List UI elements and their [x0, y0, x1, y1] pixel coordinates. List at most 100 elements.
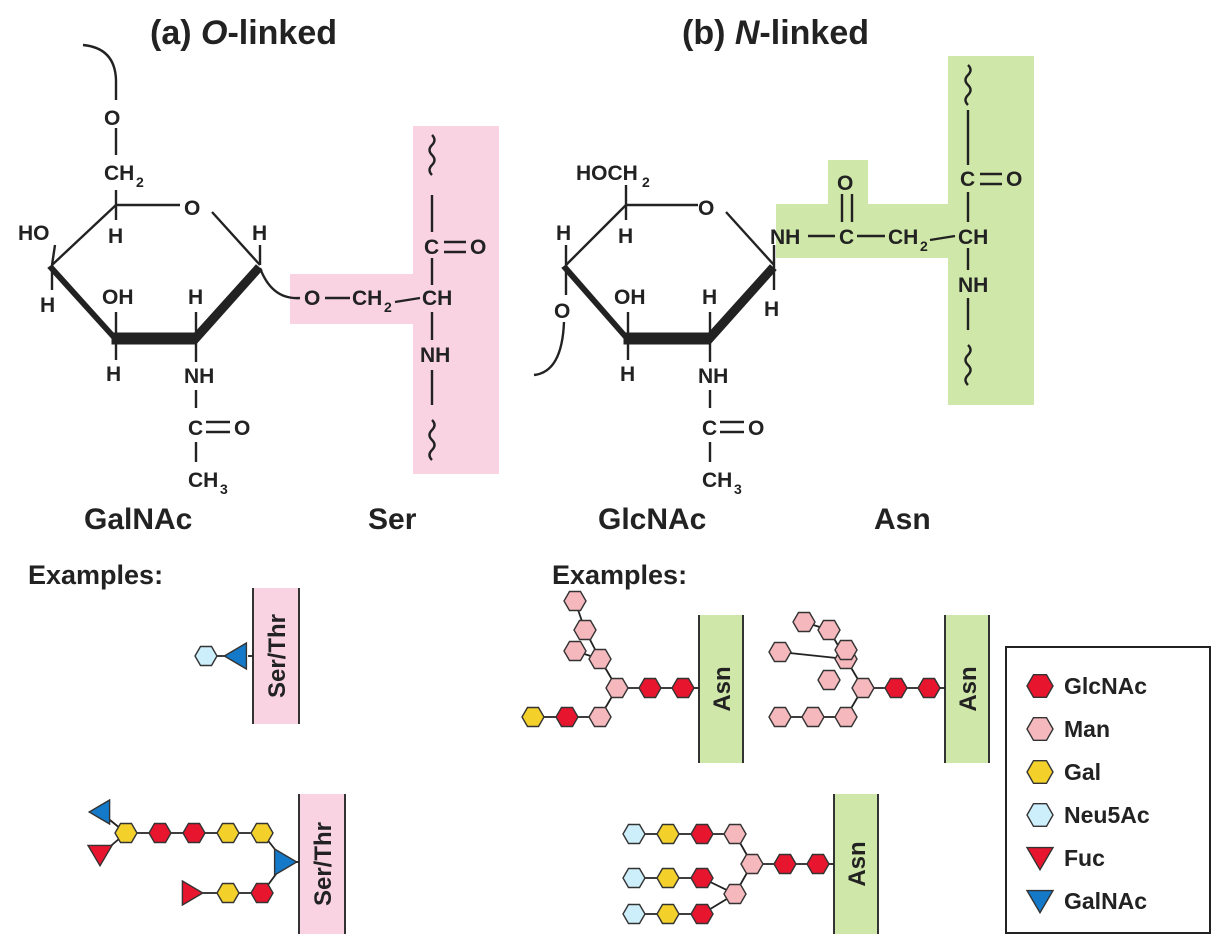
sugar-man-7: [834, 639, 858, 661]
sugar-gal-12: [656, 903, 680, 925]
svg-text:3: 3: [734, 481, 742, 497]
sugar-man-6: [768, 641, 792, 663]
sugar-glcnac-8: [690, 867, 714, 889]
asn-bar-3: Asn: [833, 794, 879, 934]
svg-text:H: H: [620, 363, 635, 386]
svg-text:O: O: [304, 287, 320, 310]
svg-text:CH: CH: [188, 469, 218, 492]
gal-symbol-icon: [1026, 760, 1054, 784]
asn-label-1: Asn: [709, 666, 736, 711]
asn-chain-wavy-top: [964, 64, 972, 106]
o-glycan-example-2: [86, 798, 299, 907]
svg-text:H: H: [188, 286, 203, 309]
asn-name: Asn: [874, 503, 931, 536]
svg-text:2: 2: [384, 299, 392, 315]
svg-text:H: H: [618, 225, 633, 248]
asn-bar-2: Asn: [944, 615, 990, 763]
ser-chain-wavy-top: [428, 134, 436, 176]
svg-text:CH: CH: [958, 226, 988, 249]
sugar-man-9: [834, 706, 858, 728]
svg-text:O: O: [184, 197, 200, 220]
svg-text:NH: NH: [958, 274, 988, 297]
legend-item-man: Man: [1026, 716, 1110, 742]
sugar-glcnac-1: [773, 853, 797, 875]
sugar-man-7: [588, 706, 612, 728]
sugar-man-4: [817, 619, 841, 641]
sugar-man-2: [740, 853, 764, 875]
svg-text:CH: CH: [352, 287, 382, 310]
ser-name: Ser: [368, 503, 417, 536]
sugar-glcnac-8: [555, 706, 579, 728]
sugar-galnac-0: [222, 641, 248, 671]
n-glycan-example-1: [521, 590, 695, 728]
svg-text:C: C: [702, 417, 717, 440]
n-glycan-example-2: [768, 611, 941, 728]
svg-text:O: O: [837, 172, 853, 195]
svg-text:NH: NH: [420, 344, 450, 367]
sugar-glcnac-0: [671, 677, 695, 699]
legend-label: GalNAc: [1064, 888, 1147, 914]
asn-chain-wavy-bottom: [964, 344, 972, 386]
fuc-symbol-icon: [1025, 846, 1055, 872]
svg-text:2: 2: [920, 238, 928, 254]
sugar-man-4: [573, 619, 597, 641]
sugar-man-10: [801, 706, 825, 728]
ser-thr-bar-1: Ser/Thr: [252, 588, 300, 724]
svg-text:C: C: [424, 236, 439, 259]
sugar-man-6: [563, 640, 587, 662]
ring-bold-bond-front: [111, 332, 197, 345]
svg-text:O: O: [1006, 168, 1022, 191]
sugar-neu5ac-10: [622, 867, 646, 889]
svg-text:HO: HO: [18, 222, 50, 245]
glycan-examples: [86, 590, 945, 925]
legend-label: Fuc: [1064, 845, 1105, 871]
legend-item-glcnac: GlcNAc: [1026, 673, 1147, 699]
sugar-man-8: [817, 669, 841, 691]
legend-label: GlcNAc: [1064, 673, 1147, 699]
svg-text:O: O: [698, 197, 714, 220]
svg-text:CH: CH: [422, 287, 452, 310]
ser-backbone-highlight: [413, 126, 499, 474]
svg-text:NH: NH: [770, 226, 800, 249]
sugar-gal-9: [521, 706, 545, 728]
sugar-man-5: [563, 590, 587, 612]
legend-item-neu5ac: Neu5Ac: [1026, 802, 1150, 828]
svg-text:H: H: [108, 225, 123, 248]
n-glycan-example-3: [622, 823, 830, 925]
svg-text:O: O: [470, 236, 486, 259]
svg-text:H: H: [40, 294, 55, 317]
panel-b-title: (b) N-linked: [682, 14, 869, 52]
sugar-fuc-10: [181, 879, 205, 907]
svg-text:C: C: [839, 226, 854, 249]
sugar-fuc-7: [86, 844, 114, 868]
svg-text:OH: OH: [102, 286, 134, 309]
sugar-glcnac-0: [806, 853, 830, 875]
sugar-man-11: [768, 706, 792, 728]
sugar-glcnac-0: [917, 677, 941, 699]
panel-a-title: (a) O-linked: [150, 14, 337, 52]
svg-text:O: O: [748, 417, 764, 440]
sugar-man-3: [588, 648, 612, 670]
sugar-glcnac-1: [884, 677, 908, 699]
asn-highlight: [776, 56, 1034, 405]
svg-text:2: 2: [642, 174, 650, 190]
panel-b-n-linked: (b) N-linked: [533, 14, 1034, 536]
sugar-glcnac-4: [148, 822, 172, 844]
sugar-man-5: [792, 611, 816, 633]
svg-text:H: H: [252, 222, 267, 245]
man-symbol-icon: [1026, 717, 1054, 741]
sugar-man-7: [723, 883, 747, 905]
sugar-galnac-0: [273, 847, 299, 877]
sugar-glcnac-1: [638, 677, 662, 699]
o-glycan-example-1: [194, 641, 248, 671]
sugar-glcnac-11: [690, 903, 714, 925]
svg-text:O: O: [234, 417, 250, 440]
sugar-man-3: [723, 823, 747, 845]
asn-label-2: Asn: [955, 666, 982, 711]
svg-text:NH: NH: [698, 365, 728, 388]
legend-item-gal: Gal: [1026, 759, 1101, 785]
legend-label: Neu5Ac: [1064, 802, 1150, 828]
legend-label: Gal: [1064, 759, 1101, 785]
ser-thr-label-1: Ser/Thr: [264, 614, 291, 698]
sugar-man-2: [605, 677, 629, 699]
